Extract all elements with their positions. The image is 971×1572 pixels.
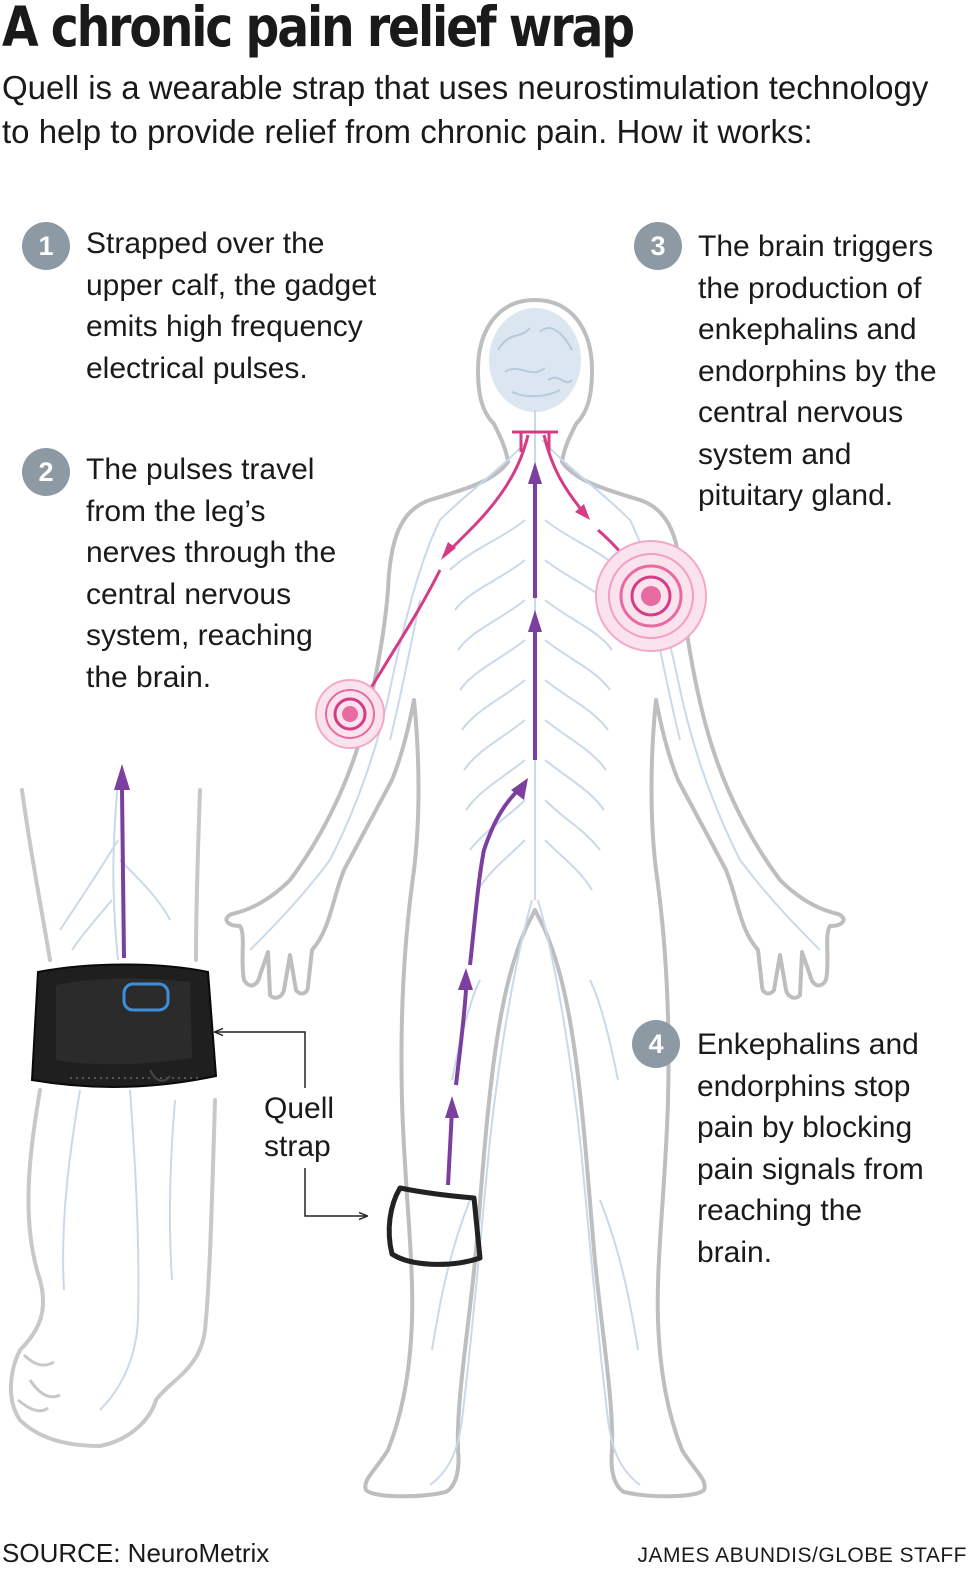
intro-text: Quell is a wearable strap that uses neur… [2,69,929,150]
step-2-badge: 2 [22,448,70,496]
step-4-badge: 4 [632,1020,680,1068]
step-3-line: The brain triggers [698,230,934,263]
upward-signal-path [446,470,537,1186]
leg-closeup [8,764,218,1449]
step-1-line: upper calf, the gadget [86,268,377,302]
step-1-line: electrical pulses. [86,351,308,385]
step-4-line: Enkephalins and [697,1028,919,1061]
step-3-line: pituitary gland. [698,479,894,512]
step-1-badge: 1 [22,222,70,270]
source-credit: SOURCE: NeuroMetrix [2,1538,270,1568]
strap-on-body [386,1185,483,1267]
pain-relief-pulse-arm [315,679,385,749]
step-3-line: system and [698,437,852,471]
step-4-line: pain by blocking [697,1111,913,1144]
step-4-line: brain. [697,1235,773,1269]
step-3-line: the production of [698,271,922,305]
step-2-line: the brain. [86,660,212,694]
quell-strap-label: Quell strap [264,1090,334,1166]
step-3-line: central nervous [698,396,904,429]
artist-credit: JAMES ABUNDIS/GLOBE STAFF [637,1544,967,1567]
step-2-line: nerves through the [86,536,337,569]
step-2-line: from the leg’s [86,494,266,528]
step-2-text: The pulses travel from the leg’s nerves … [86,449,336,698]
leg-signal-arrow [120,789,126,959]
step-3-badge: 3 [634,222,682,270]
step-4-line: reaching the [697,1194,863,1227]
downward-signal-left [354,434,530,713]
strap-logo-icon [122,982,170,1012]
strap-pointers [216,1032,366,1216]
step-3-text: The brain triggers the production of enk… [698,226,937,517]
step-4-line: endorphins stop [697,1069,911,1103]
step-4-line: pain signals from [697,1152,924,1186]
step-1-line: Strapped over the [86,227,325,260]
strap-label-line: strap [264,1130,331,1163]
leg-outline [8,788,217,1449]
step-2-line: The pulses travel [86,453,315,486]
pain-relief-pulse-shoulder [595,540,707,652]
strap-label-line: Quell [264,1092,335,1125]
step-2-line: central nervous [86,577,292,611]
step-3-line: enkephalins and [698,313,917,346]
brain-shape [489,308,581,412]
page-title: A chronic pain relief wrap [2,0,635,59]
step-3-line: endorphins by the [698,354,937,388]
step-1-line: emits high frequency [86,310,363,343]
step-1-text: Strapped over the upper calf, the gadget… [86,223,376,389]
step-2-line: system, reaching [86,619,313,652]
step-4-text: Enkephalins and endorphins stop pain by … [697,1024,924,1273]
signal-paths [315,430,707,1186]
